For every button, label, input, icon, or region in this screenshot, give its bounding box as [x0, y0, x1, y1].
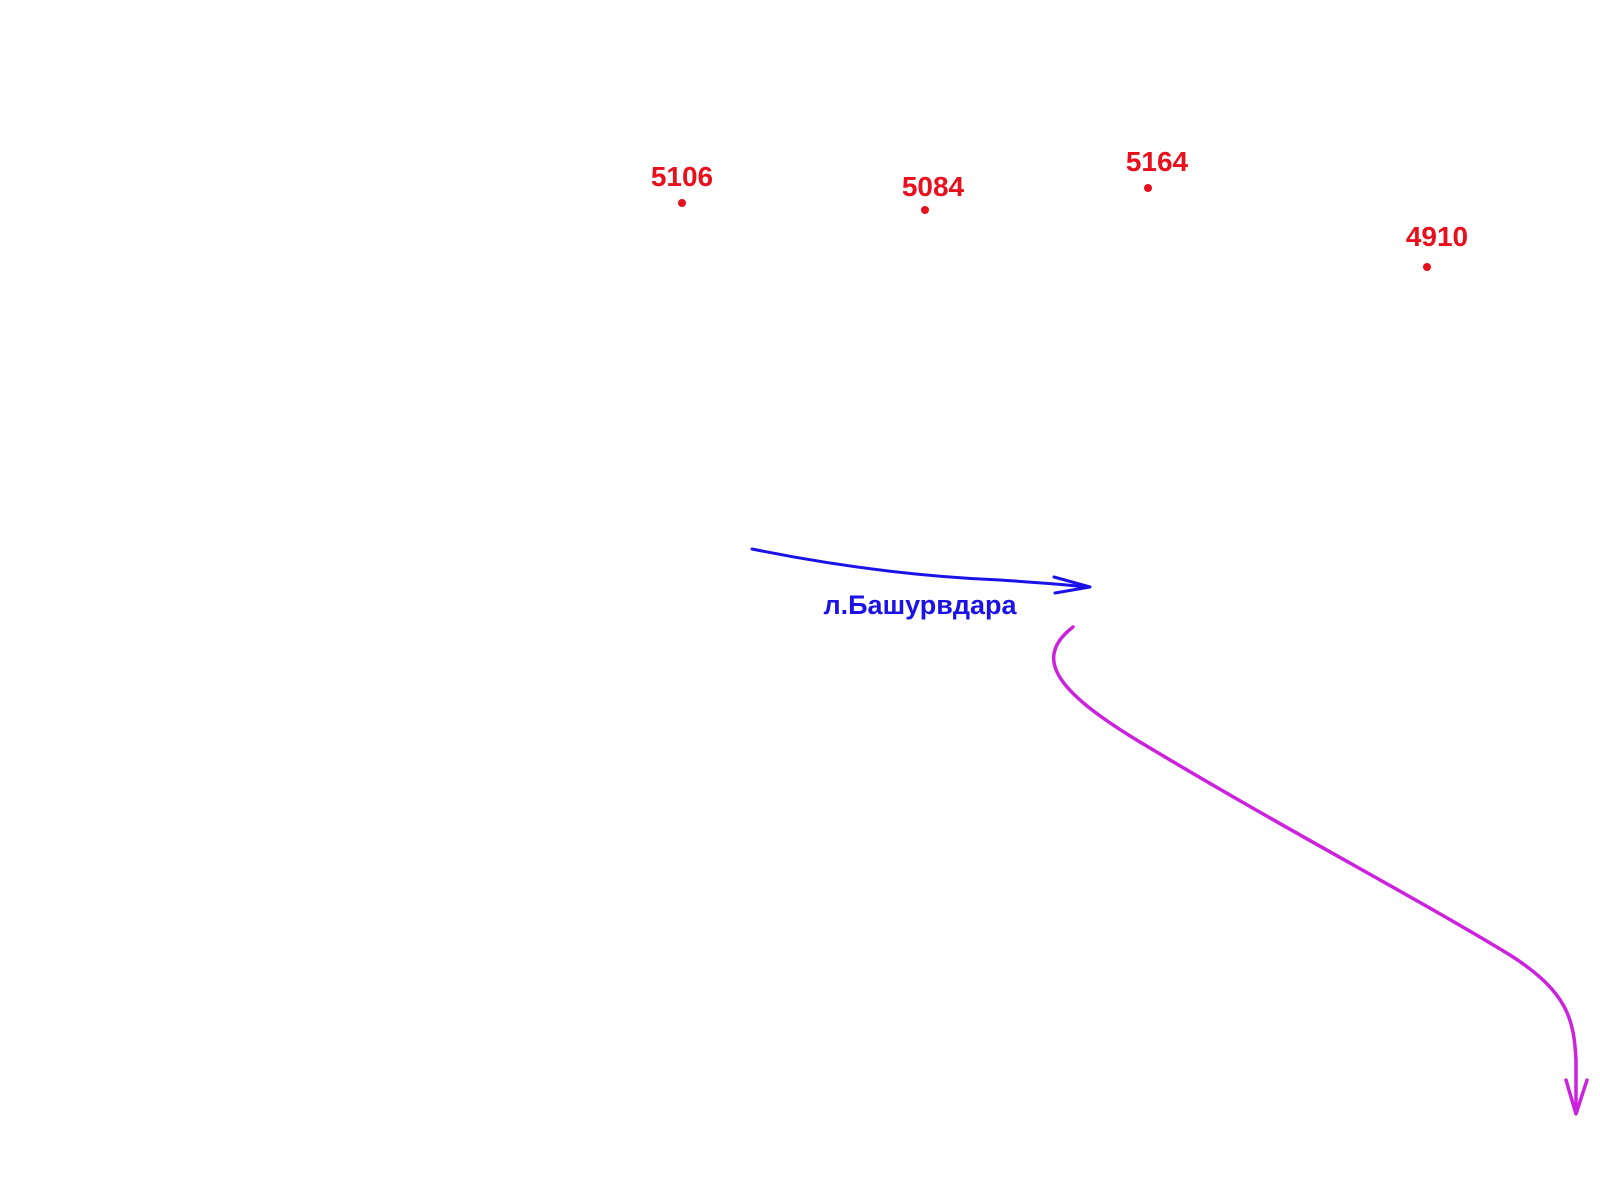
glacier-name-label: л.Башурвдара — [824, 590, 1018, 620]
glacier-flow-arrow — [750, 547, 1092, 595]
route-arrow — [1052, 625, 1589, 1116]
peak-marker-3: 5164 — [1126, 146, 1189, 192]
peak-elevation-label: 4910 — [1406, 221, 1468, 252]
peak-elevation-label: 5164 — [1126, 146, 1189, 177]
peak-point-icon — [1423, 263, 1431, 271]
peak-marker-4: 4910 — [1406, 221, 1468, 271]
route-line — [1052, 625, 1578, 1114]
peak-marker-1: 5106 — [651, 161, 713, 207]
peak-point-icon — [678, 199, 686, 207]
glacier-flow-line — [750, 547, 1090, 589]
peak-marker-2: 5084 — [902, 171, 965, 214]
peak-point-icon — [1144, 184, 1152, 192]
peak-elevation-label: 5084 — [902, 171, 965, 202]
glacier-arrowhead-icon — [1052, 575, 1092, 595]
peak-elevation-label: 5106 — [651, 161, 713, 192]
peak-point-icon — [921, 206, 929, 214]
route-arrowhead-icon — [1564, 1078, 1589, 1116]
